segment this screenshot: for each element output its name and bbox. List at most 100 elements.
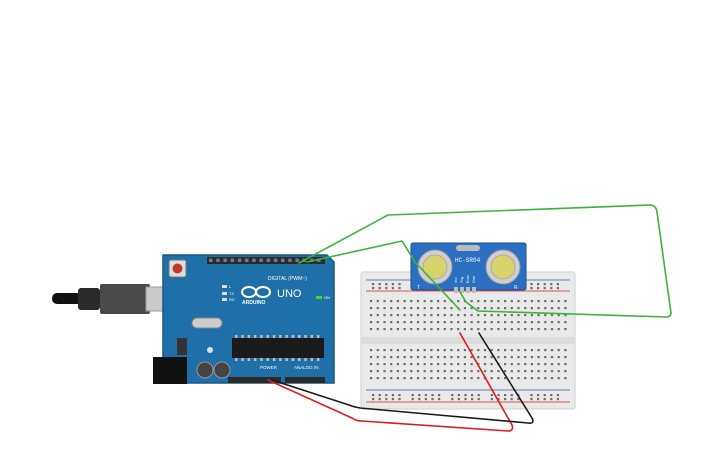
breadboard-hole[interactable] xyxy=(437,328,440,331)
breadboard-hole[interactable] xyxy=(463,321,466,324)
header-pin[interactable] xyxy=(259,258,263,263)
breadboard-hole[interactable] xyxy=(396,328,399,331)
breadboard-hole[interactable] xyxy=(450,363,453,366)
breadboard-hole[interactable] xyxy=(376,307,379,310)
breadboard-hole[interactable] xyxy=(497,300,500,303)
breadboard-hole[interactable] xyxy=(530,363,533,366)
header-pin[interactable] xyxy=(288,258,292,263)
breadboard-hole[interactable] xyxy=(557,328,560,331)
breadboard-hole[interactable] xyxy=(490,398,493,401)
breadboard-hole[interactable] xyxy=(550,328,554,331)
breadboard-hole[interactable] xyxy=(510,349,513,352)
breadboard-hole[interactable] xyxy=(524,307,527,310)
header-pin[interactable] xyxy=(230,258,235,263)
breadboard-hole[interactable] xyxy=(543,394,546,397)
header-pin[interactable] xyxy=(273,258,278,263)
breadboard-hole[interactable] xyxy=(463,349,466,352)
breadboard-hole[interactable] xyxy=(416,321,420,324)
breadboard-hole[interactable] xyxy=(556,287,559,290)
breadboard-hole[interactable] xyxy=(450,321,453,324)
breadboard-hole[interactable] xyxy=(376,377,379,380)
breadboard-hole[interactable] xyxy=(504,300,507,303)
breadboard-hole[interactable] xyxy=(396,377,399,380)
breadboard-hole[interactable] xyxy=(510,328,513,331)
breadboard-hole[interactable] xyxy=(376,328,379,331)
breadboard-hole[interactable] xyxy=(517,314,520,317)
breadboard-hole[interactable] xyxy=(376,370,379,373)
breadboard-hole[interactable] xyxy=(443,363,446,366)
breadboard-hole[interactable] xyxy=(437,356,440,359)
breadboard-hole[interactable] xyxy=(463,370,466,373)
breadboard-hole[interactable] xyxy=(443,307,446,310)
breadboard-hole[interactable] xyxy=(372,394,375,397)
breadboard-hole[interactable] xyxy=(410,314,413,317)
breadboard-hole[interactable] xyxy=(403,370,406,373)
breadboard-hole[interactable] xyxy=(450,370,453,373)
breadboard-hole[interactable] xyxy=(564,328,567,331)
breadboard-hole[interactable] xyxy=(378,283,381,286)
breadboard-hole[interactable] xyxy=(537,321,540,324)
breadboard-hole[interactable] xyxy=(483,356,487,359)
breadboard-hole[interactable] xyxy=(376,300,379,303)
breadboard-hole[interactable] xyxy=(550,314,554,317)
breadboard-hole[interactable] xyxy=(383,307,386,310)
breadboard-hole[interactable] xyxy=(483,363,487,366)
breadboard-hole[interactable] xyxy=(451,394,454,397)
breadboard-hole[interactable] xyxy=(443,300,446,303)
breadboard-hole[interactable] xyxy=(471,394,474,397)
breadboard-hole[interactable] xyxy=(470,370,473,373)
breadboard-hole[interactable] xyxy=(550,321,554,324)
breadboard-hole[interactable] xyxy=(390,307,393,310)
breadboard-hole[interactable] xyxy=(470,377,473,380)
header-pin[interactable] xyxy=(223,258,227,263)
breadboard-hole[interactable] xyxy=(423,356,426,359)
breadboard-hole[interactable] xyxy=(510,370,513,373)
breadboard-hole[interactable] xyxy=(517,328,520,331)
breadboard-hole[interactable] xyxy=(477,307,480,310)
breadboard-hole[interactable] xyxy=(396,321,399,324)
breadboard-hole[interactable] xyxy=(524,377,527,380)
breadboard-hole[interactable] xyxy=(550,307,554,310)
breadboard-hole[interactable] xyxy=(424,394,427,397)
breadboard-hole[interactable] xyxy=(463,377,466,380)
breadboard-hole[interactable] xyxy=(450,377,453,380)
breadboard-hole[interactable] xyxy=(550,300,554,303)
breadboard-hole[interactable] xyxy=(524,328,527,331)
breadboard-hole[interactable] xyxy=(438,398,441,401)
breadboard-hole[interactable] xyxy=(510,321,513,324)
breadboard-hole[interactable] xyxy=(477,300,480,303)
breadboard-hole[interactable] xyxy=(443,328,446,331)
breadboard-hole[interactable] xyxy=(504,307,507,310)
breadboard-hole[interactable] xyxy=(437,370,440,373)
breadboard-hole[interactable] xyxy=(504,377,507,380)
breadboard-hole[interactable] xyxy=(524,356,527,359)
breadboard-hole[interactable] xyxy=(410,370,413,373)
breadboard-hole[interactable] xyxy=(457,363,460,366)
breadboard-hole[interactable] xyxy=(376,321,379,324)
breadboard-hole[interactable] xyxy=(370,307,373,310)
breadboard-hole[interactable] xyxy=(557,321,560,324)
breadboard-hole[interactable] xyxy=(370,363,373,366)
breadboard-hole[interactable] xyxy=(517,363,520,366)
breadboard-hole[interactable] xyxy=(385,283,388,286)
breadboard-hole[interactable] xyxy=(564,314,567,317)
breadboard-hole[interactable] xyxy=(430,356,433,359)
header-pin[interactable] xyxy=(216,258,220,263)
wire-black-ground[interactable] xyxy=(271,332,534,424)
breadboard-hole[interactable] xyxy=(537,377,540,380)
breadboard-hole[interactable] xyxy=(517,300,520,303)
breadboard-hole[interactable] xyxy=(370,349,373,352)
breadboard-hole[interactable] xyxy=(544,300,547,303)
breadboard[interactable] xyxy=(360,271,576,410)
breadboard-hole[interactable] xyxy=(398,283,401,286)
breadboard-hole[interactable] xyxy=(537,307,540,310)
breadboard-hole[interactable] xyxy=(524,370,527,373)
breadboard-hole[interactable] xyxy=(477,321,480,324)
breadboard-hole[interactable] xyxy=(537,363,540,366)
breadboard-hole[interactable] xyxy=(423,377,426,380)
breadboard-hole[interactable] xyxy=(430,377,433,380)
breadboard-hole[interactable] xyxy=(550,398,553,401)
breadboard-hole[interactable] xyxy=(416,307,420,310)
breadboard-hole[interactable] xyxy=(477,370,480,373)
breadboard-hole[interactable] xyxy=(463,314,466,317)
